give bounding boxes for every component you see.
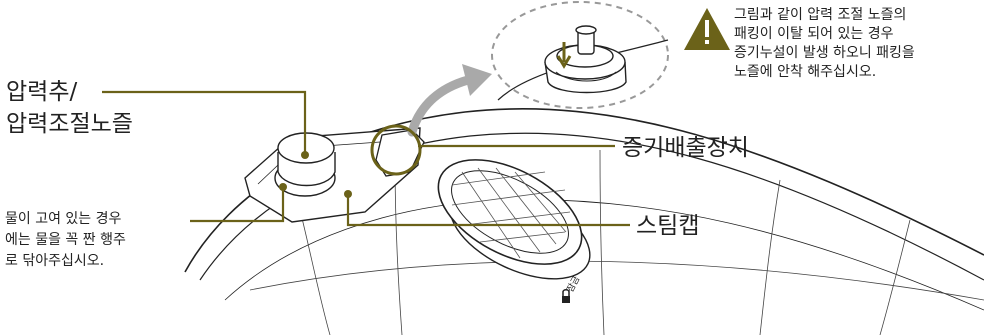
leader-dot	[344, 190, 352, 198]
leader-dot	[301, 151, 309, 159]
warning-line: 증기누설이 발생 하오니 패킹을	[734, 44, 915, 63]
nozzle-detail	[498, 26, 668, 100]
lid-grid-line	[600, 150, 604, 335]
warning-line: 노즐에 안착 해주십시오.	[734, 63, 915, 82]
zoom-arrow-head	[462, 64, 492, 96]
label-pressure-weight: 압력추/ 압력조절노즐	[6, 76, 133, 140]
leader-dot	[279, 183, 287, 191]
warning-message: 그림과 같이 압력 조절 노즐의 패킹이 이탈 되어 있는 경우 증기누설이 발…	[734, 6, 915, 82]
lid-grid-line	[300, 210, 330, 335]
lid-grid-line	[250, 261, 984, 300]
warning-line: 패킹이 이탈 되어 있는 경우	[734, 25, 915, 44]
zoom-arrow	[412, 80, 468, 132]
lock-icon	[562, 290, 570, 303]
label-water-note: 물이 고여 있는 경우 에는 물을 꼭 짠 행주 로 닦아주십시오.	[5, 209, 126, 272]
label-steam-cap: 스팀캡	[636, 210, 699, 242]
warning-line: 그림과 같이 압력 조절 노즐의	[734, 6, 915, 25]
lid-grid-line	[395, 160, 402, 335]
label-steam-exhaust: 증기배출장치	[622, 132, 749, 164]
lid-grid-line	[760, 180, 780, 335]
